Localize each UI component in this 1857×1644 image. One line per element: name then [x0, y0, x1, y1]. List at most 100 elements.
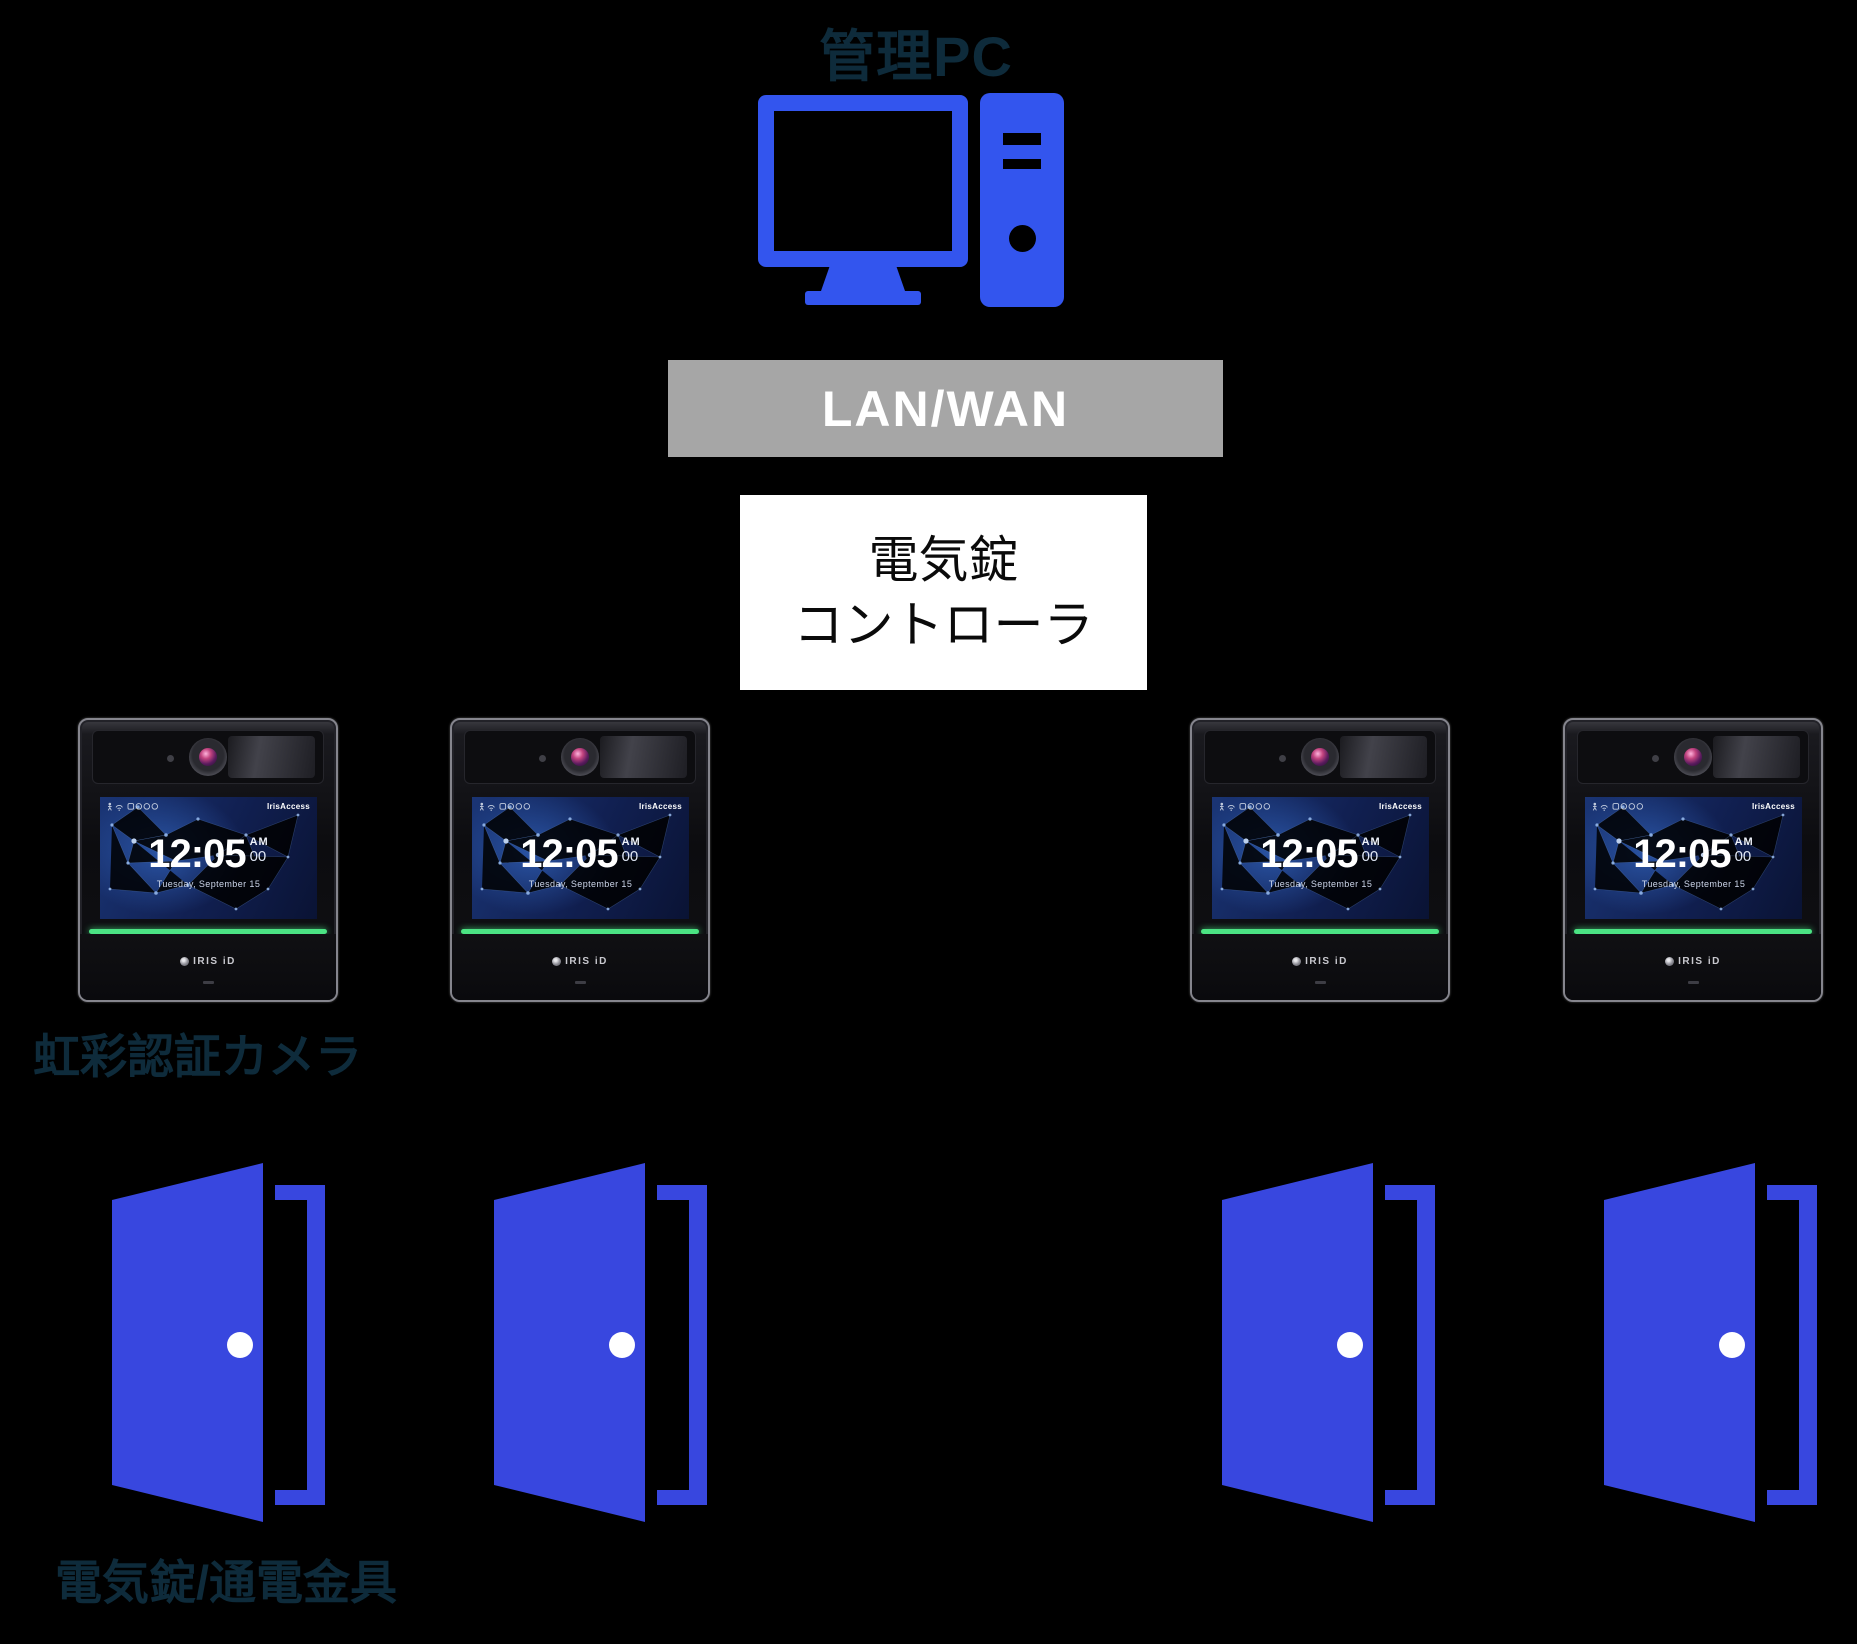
device-screen: IrisAccess 12:05 AM 00 Tuesday, Septembe…: [1585, 797, 1802, 919]
status-icons: [1219, 802, 1271, 811]
irisid-logo-text: IRIS iD: [1678, 956, 1721, 967]
iris-camera-device: IrisAccess 12:05 AM 00 Tuesday, Septembe…: [78, 718, 338, 1002]
camera-bar-sheen: [227, 736, 315, 778]
irisid-logo-text: IRIS iD: [1305, 956, 1348, 967]
clock: 12:05 AM 00: [1633, 834, 1753, 874]
camera-bar: [1577, 730, 1809, 784]
clock-meridiem-seconds: AM 00: [1361, 835, 1381, 865]
clock: 12:05 AM 00: [148, 834, 268, 874]
door-row: [0, 1163, 1857, 1523]
door-icon: [1222, 1163, 1435, 1523]
camera-lens-icon: [189, 738, 227, 776]
irisid-logo-text: IRIS iD: [565, 956, 608, 967]
status-icons: [107, 802, 159, 811]
status-icons: [1592, 802, 1644, 811]
pc-tower-icon: [980, 93, 1064, 307]
clock-meridiem: AM: [1361, 835, 1381, 848]
device-screen: IrisAccess 12:05 AM 00 Tuesday, Septembe…: [472, 797, 689, 919]
device-lower-panel: IRIS iD: [80, 934, 336, 1000]
clock-meridiem: AM: [249, 835, 269, 848]
screen-top-bar: IrisAccess: [1219, 802, 1422, 811]
clock-time: 12:05: [148, 831, 246, 876]
plexus-background: [1220, 805, 1412, 911]
camera-bar-sheen: [599, 736, 687, 778]
status-light-bar: [1574, 929, 1812, 934]
open-door-glyph: [112, 1163, 325, 1522]
status-icons: [479, 802, 531, 811]
clock: 12:05 AM 00: [1260, 834, 1380, 874]
irisid-logo: IRIS iD: [1665, 956, 1721, 967]
pc-monitor-icon: [758, 95, 968, 267]
status-light-bar: [461, 929, 699, 934]
clock-meridiem-seconds: AM 00: [621, 835, 641, 864]
camera-bar: [92, 730, 324, 784]
irisid-logo-text: IRIS iD: [193, 956, 236, 967]
brand-label: IrisAccess: [638, 802, 682, 811]
speaker-slot: [1314, 981, 1326, 984]
open-door-glyph: [494, 1163, 707, 1522]
clock-seconds: 00: [1361, 847, 1379, 865]
clock-date: Tuesday, September 15: [528, 878, 633, 889]
brand-label: IrisAccess: [266, 802, 310, 811]
plexus-background: [480, 805, 672, 911]
iris-camera-device: IrisAccess 12:05 AM 00 Tuesday, Septembe…: [450, 718, 710, 1002]
camera-lens-core: [1684, 748, 1702, 766]
door-icon: [494, 1163, 707, 1523]
camera-bar: [1204, 730, 1436, 784]
brand-label: IrisAccess: [1378, 802, 1422, 811]
device-lower-panel: IRIS iD: [452, 934, 708, 1000]
lan-wan-label: LAN/WAN: [821, 380, 1070, 437]
device-lower-panel: IRIS iD: [1192, 934, 1448, 1000]
open-door-glyph: [1222, 1163, 1435, 1522]
iris-camera-device: IrisAccess 12:05 AM 00 Tuesday, Septembe…: [1190, 718, 1450, 1002]
pc-tower-slot: [1003, 159, 1041, 169]
camera-bar: [464, 730, 696, 784]
camera-lens-core: [199, 748, 217, 766]
status-light-bar: [1201, 929, 1439, 934]
camera-lens-icon: [1674, 738, 1712, 776]
clock-meridiem-seconds: AM 00: [249, 835, 269, 865]
screen-top-bar: IrisAccess: [479, 802, 682, 811]
lan-wan-bar: LAN/WAN: [668, 360, 1223, 457]
open-door-glyph: [1604, 1163, 1817, 1522]
pc-monitor-stand: [821, 267, 905, 291]
screen-top-bar: IrisAccess: [107, 802, 310, 811]
clock-meridiem: AM: [621, 835, 641, 848]
pc-tower-slot: [1003, 133, 1041, 145]
sensor-dot: [539, 755, 546, 762]
clock-time: 12:05: [1260, 831, 1358, 876]
sensor-dot: [1652, 755, 1659, 762]
sensor-dot: [1279, 755, 1286, 762]
iris-camera-device: IrisAccess 12:05 AM 00 Tuesday, Septembe…: [1563, 718, 1823, 1002]
plexus-background: [1593, 805, 1785, 911]
door-icon: [112, 1163, 325, 1523]
door-icon: [1604, 1163, 1817, 1523]
pc-tower-power-button: [1009, 225, 1036, 252]
clock-time: 12:05: [520, 831, 618, 876]
clock-seconds: 00: [249, 847, 267, 865]
device-screen: IrisAccess 12:05 AM 00 Tuesday, Septembe…: [100, 797, 317, 919]
screen-top-bar: IrisAccess: [1592, 802, 1795, 811]
irisid-logo-mark-icon: [1292, 957, 1302, 966]
clock-meridiem: AM: [1734, 835, 1754, 848]
controller-label-line2: コントローラ: [793, 596, 1094, 653]
irisid-logo: IRIS iD: [552, 956, 608, 967]
clock-meridiem-seconds: AM 00: [1734, 835, 1754, 864]
electric-lock-controller-box: 電気錠 コントローラ: [740, 495, 1147, 690]
clock-date: Tuesday, September 15: [156, 878, 261, 889]
page-title: 管理PC: [819, 25, 1013, 88]
sensor-dot: [167, 755, 174, 762]
irisid-logo-mark-icon: [180, 957, 190, 966]
speaker-slot: [202, 981, 214, 984]
clock: 12:05 AM 00: [520, 834, 640, 874]
clock-date: Tuesday, September 15: [1268, 878, 1373, 889]
electric-lock-label: 電気錠/通電金具: [55, 1556, 398, 1609]
clock-time: 12:05: [1633, 831, 1731, 876]
irisid-logo: IRIS iD: [180, 956, 236, 967]
status-light-bar: [89, 929, 327, 934]
clock-date: Tuesday, September 15: [1641, 878, 1746, 889]
pc-monitor-base: [805, 291, 921, 305]
speaker-slot: [1687, 981, 1699, 984]
brand-label: IrisAccess: [1751, 802, 1795, 811]
